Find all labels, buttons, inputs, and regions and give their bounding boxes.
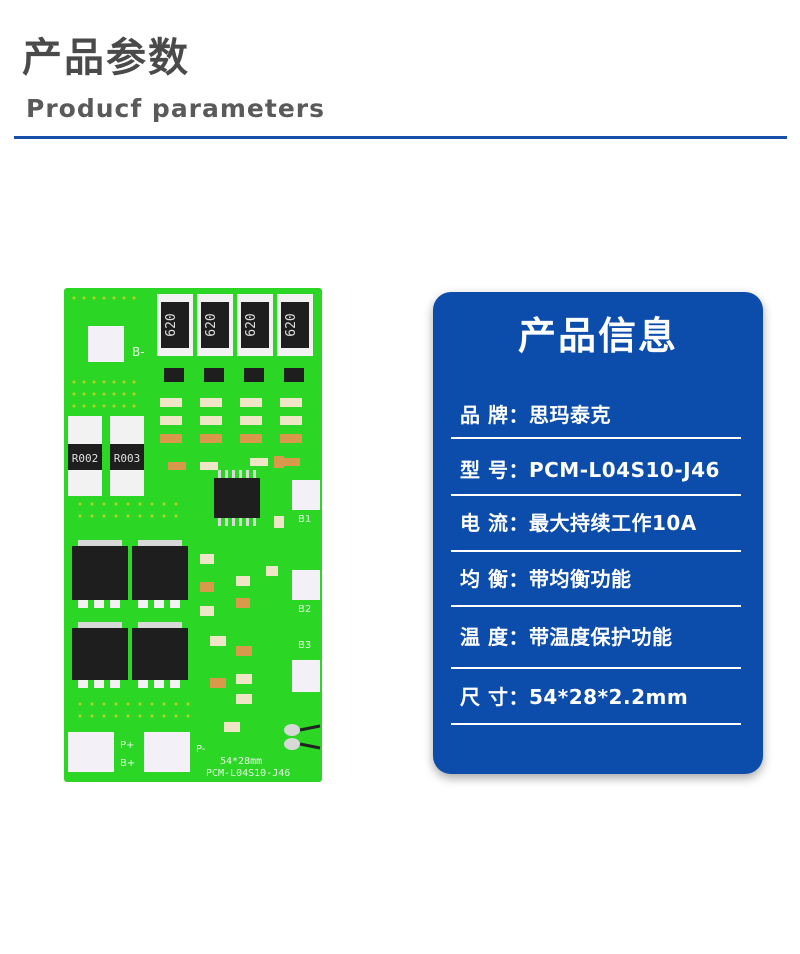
info-value: PCM-L04S10-J46 <box>528 458 720 482</box>
mosfets <box>72 540 188 688</box>
pad-p-plus <box>68 732 114 772</box>
info-divider <box>451 667 741 669</box>
info-label: 电 流： <box>460 511 529 535</box>
top-resistor-4: 620 <box>277 294 313 356</box>
svg-text:R003: R003 <box>114 452 141 465</box>
svg-text:620: 620 <box>164 313 179 336</box>
top-resistor-1: 620 <box>157 294 193 356</box>
info-row-model: 型 号：PCM-L04S10-J46 <box>460 452 742 488</box>
info-divider <box>451 550 741 552</box>
info-value: 54*28*2.2mm <box>528 685 689 709</box>
svg-text:620: 620 <box>204 313 219 336</box>
svg-text:620: 620 <box>244 313 259 336</box>
pad-label-b3: B3 <box>298 640 311 651</box>
info-divider <box>451 437 741 439</box>
header-divider <box>14 136 787 139</box>
pad-label-b2: B2 <box>298 604 311 615</box>
top-resistor-2: 620 <box>197 294 233 356</box>
info-value: 带均衡功能 <box>528 567 632 591</box>
protection-ic <box>214 470 260 526</box>
pad-label-b-plus: B+ <box>120 758 135 769</box>
info-label: 型 号： <box>460 458 529 482</box>
info-row-size: 尺 寸：54*28*2.2mm <box>460 679 742 715</box>
pad-b1 <box>292 480 320 510</box>
shunt-resistor-left: R002 <box>68 416 102 496</box>
info-row-current: 电 流：最大持续工作10A <box>460 505 742 541</box>
info-divider <box>451 494 741 496</box>
pad-b2 <box>292 570 320 600</box>
info-divider <box>451 723 741 725</box>
info-card-title: 产品信息 <box>517 314 678 358</box>
pad-label-p-minus: P- <box>196 744 206 755</box>
pad-label-p-plus: P+ <box>120 740 134 751</box>
shunt-resistor-right: R003 <box>110 416 144 496</box>
info-value: 最大持续工作10A <box>528 511 697 535</box>
info-value: 思玛泰克 <box>528 403 611 427</box>
passive-components <box>160 398 302 732</box>
pad-label-b1: B1 <box>298 514 311 525</box>
info-row-temperature: 温 度：带温度保护功能 <box>460 619 742 655</box>
pcb-board-graphic: B- 620 620 620 620 <box>64 288 322 782</box>
info-label: 品 牌： <box>460 403 529 427</box>
sot-transistors <box>164 368 304 382</box>
info-label: 均 衡： <box>460 567 529 591</box>
info-value: 带温度保护功能 <box>528 625 673 649</box>
info-divider <box>451 605 741 607</box>
svg-text:620: 620 <box>284 313 299 336</box>
pad-b-minus <box>88 326 124 362</box>
info-row-balance: 均 衡：带均衡功能 <box>460 561 742 597</box>
pad-label-b-minus: B- <box>132 345 145 359</box>
top-resistor-3: 620 <box>237 294 273 356</box>
info-label: 温 度： <box>460 625 529 649</box>
page-subtitle: Producf parameters <box>26 94 326 123</box>
silkscreen-model: PCM-L04S10-J46 <box>206 768 290 779</box>
silkscreen-size: 54*28mm <box>220 756 262 767</box>
pcb-substrate <box>64 288 322 782</box>
via-dots <box>72 296 190 718</box>
pcb-product-image: B- 620 620 620 620 <box>60 286 328 786</box>
product-info-card: 产品信息 品 牌：思玛泰克 型 号：PCM-L04S10-J46 电 流：最大持… <box>433 292 763 774</box>
thermistor <box>284 724 321 750</box>
info-label: 尺 寸： <box>460 685 529 709</box>
page-title: 产品参数 <box>22 35 190 81</box>
pad-p-minus <box>144 732 190 772</box>
info-row-brand: 品 牌：思玛泰克 <box>460 397 742 433</box>
pad-b3 <box>292 660 320 692</box>
svg-text:R002: R002 <box>72 452 99 465</box>
